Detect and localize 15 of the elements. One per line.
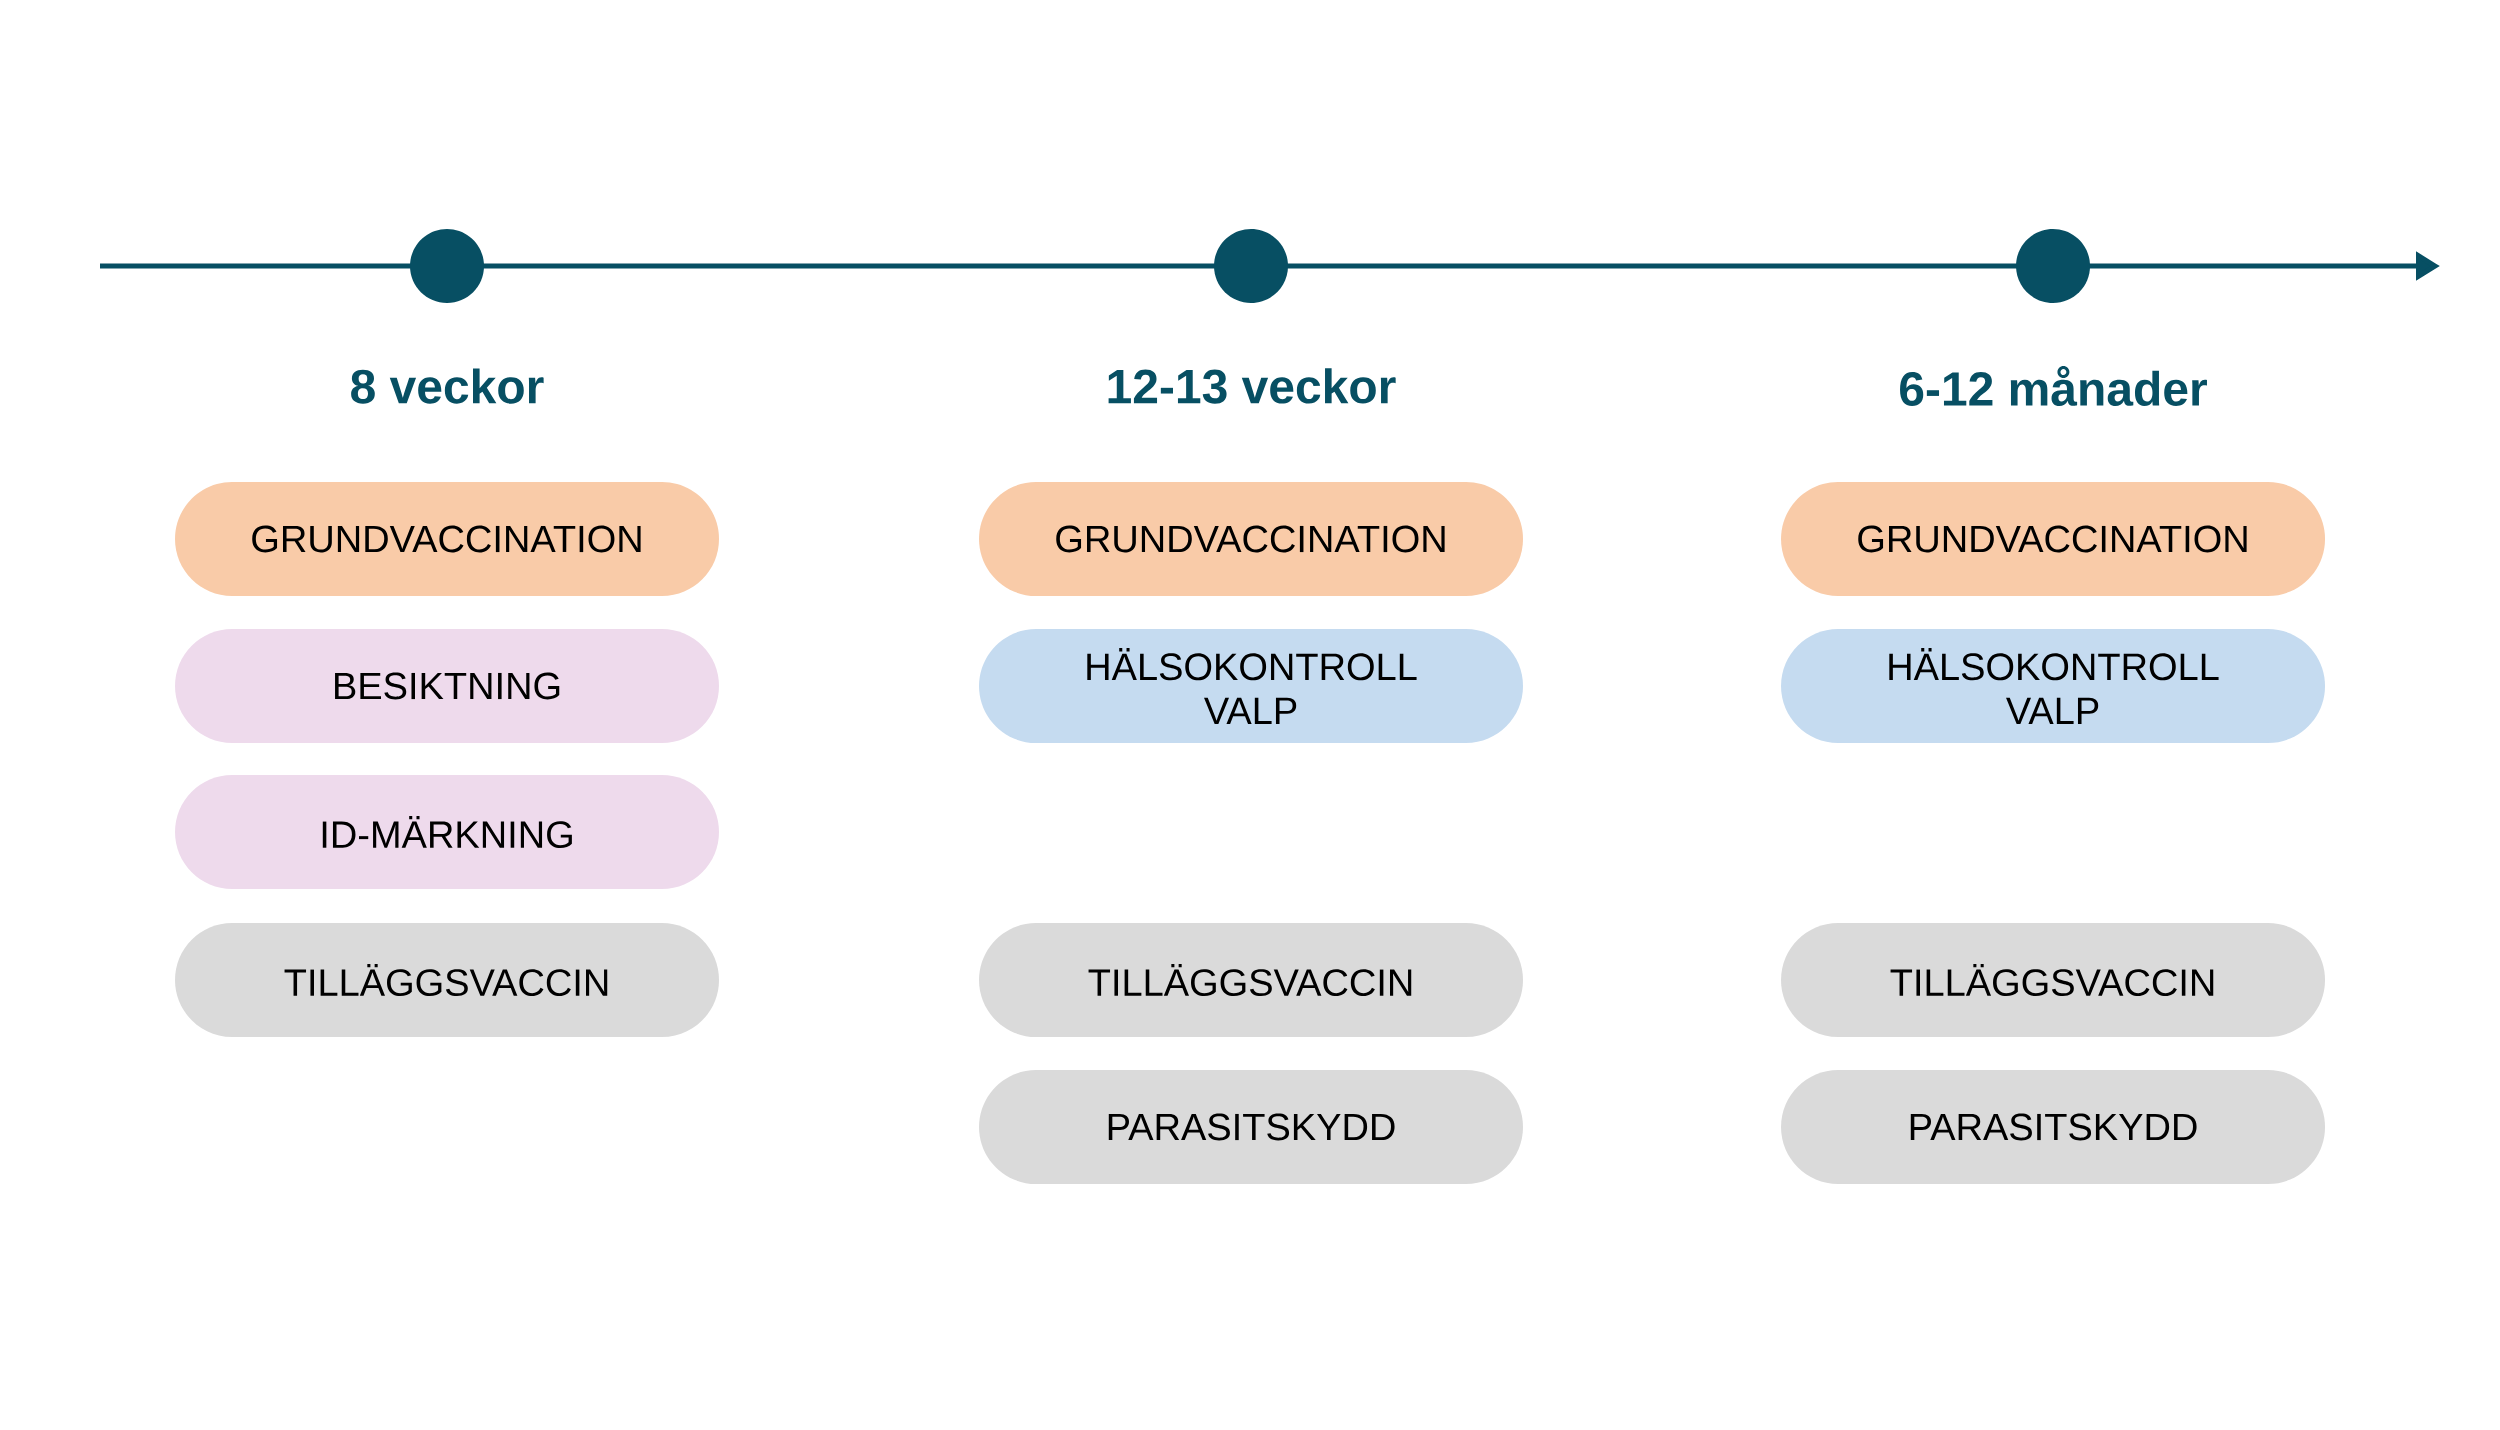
pill-box: ID-MÄRKNING — [175, 775, 719, 889]
pill-box: BESIKTNING — [175, 629, 719, 743]
heading: 6-12 månader — [1900, 366, 2207, 406]
pill-box: GRUNDVACCINATION — [1781, 482, 2326, 596]
pill-box: HÄLSOKONTROLL VALP — [1781, 629, 2326, 743]
pill-box: TILLÄGGSVACCIN — [175, 923, 719, 1037]
pill-box: TILLÄGGSVACCIN — [1781, 923, 2326, 1037]
pill-box: HÄLSOKONTROLL VALP — [979, 629, 1523, 743]
pill-box: GRUNDVACCINATION — [175, 482, 719, 596]
heading: 8 veckor — [351, 368, 544, 404]
pill-box: GRUNDVACCINATION — [979, 482, 1523, 596]
pill-box: PARASITSKYDD — [979, 1070, 1523, 1184]
pill-box: PARASITSKYDD — [1781, 1070, 2326, 1184]
heading: 12-13 veckor — [1108, 368, 1396, 404]
pill-box: TILLÄGGSVACCIN — [979, 923, 1523, 1037]
